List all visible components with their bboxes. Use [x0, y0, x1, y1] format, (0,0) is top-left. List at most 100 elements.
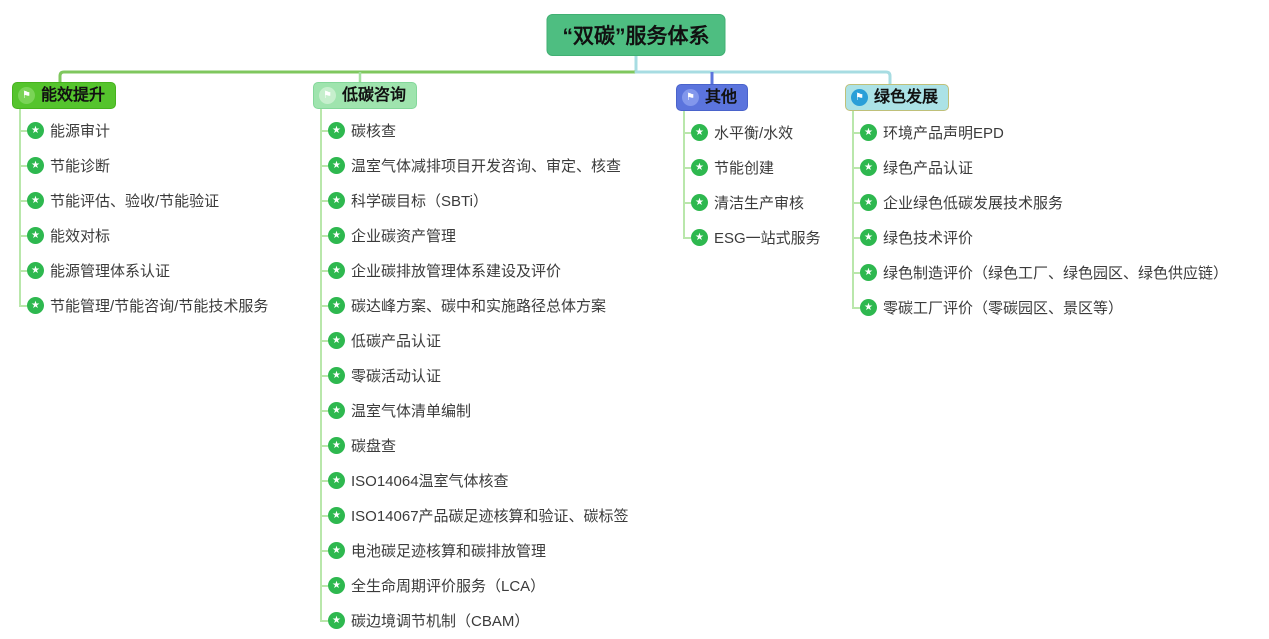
branch-node-green-development[interactable]: ⚑ 绿色发展 [845, 84, 950, 111]
star-icon: ★ [328, 612, 345, 629]
branch-node-other[interactable]: ⚑ 其他 [676, 84, 749, 111]
topic-node[interactable]: ★ 全生命周期评价服务（LCA） [313, 568, 629, 603]
branch-connector-line [320, 109, 322, 621]
item-label: 水平衡/水效 [714, 125, 794, 142]
branch-low-carbon-consulting: ⚑ 低碳咨询 ★ 碳核查 ★ 温室气体减排项目开发咨询、审定、核查 ★ 科学碳目… [313, 82, 629, 638]
topic-node[interactable]: ★ 零碳活动认证 [313, 358, 629, 393]
topic-node[interactable]: ★ 温室气体清单编制 [313, 393, 629, 428]
item-label: 零碳工厂评价（零碳园区、景区等） [883, 300, 1124, 317]
branch-other: ⚑ 其他 ★ 水平衡/水效 ★ 节能创建 ★ 清洁生产审核 ★ ESG一站式服务 [676, 84, 821, 255]
topic-node[interactable]: ★ 零碳工厂评价（零碳园区、景区等） [845, 290, 1228, 325]
topic-node[interactable]: ★ 节能评估、验收/节能验证 [12, 183, 268, 218]
star-icon: ★ [328, 437, 345, 454]
item-label: 节能评估、验收/节能验证 [50, 193, 220, 210]
topic-node[interactable]: ★ 低碳产品认证 [313, 323, 629, 358]
star-icon: ★ [860, 124, 877, 141]
topic-node[interactable]: ★ 企业绿色低碳发展技术服务 [845, 185, 1228, 220]
item-label: 绿色技术评价 [883, 230, 974, 247]
topic-node[interactable]: ★ 企业碳排放管理体系建设及评价 [313, 253, 629, 288]
topic-node[interactable]: ★ 科学碳目标（SBTi） [313, 183, 629, 218]
flag-icon: ⚑ [18, 87, 35, 104]
branch-node-energy-efficiency[interactable]: ⚑ 能效提升 [12, 82, 117, 109]
star-icon: ★ [27, 227, 44, 244]
item-label: 碳达峰方案、碳中和实施路径总体方案 [351, 298, 607, 315]
star-icon: ★ [328, 122, 345, 139]
item-label: 企业绿色低碳发展技术服务 [883, 195, 1064, 212]
star-icon: ★ [328, 507, 345, 524]
topic-node[interactable]: ★ 清洁生产审核 [676, 185, 821, 220]
star-icon: ★ [691, 194, 708, 211]
topic-node[interactable]: ★ 能源审计 [12, 113, 268, 148]
star-icon: ★ [860, 299, 877, 316]
root-node[interactable]: “双碳”服务体系 [546, 14, 726, 56]
branch-energy-efficiency: ⚑ 能效提升 ★ 能源审计 ★ 节能诊断 ★ 节能评估、验收/节能验证 ★ 能效… [12, 82, 268, 323]
item-label: 企业碳资产管理 [351, 228, 457, 245]
topic-node[interactable]: ★ ESG一站式服务 [676, 220, 821, 255]
topic-node[interactable]: ★ 能源管理体系认证 [12, 253, 268, 288]
item-label: 低碳产品认证 [351, 333, 442, 350]
star-icon: ★ [328, 297, 345, 314]
star-icon: ★ [328, 472, 345, 489]
item-label: 节能创建 [714, 160, 775, 177]
topic-node[interactable]: ★ 水平衡/水效 [676, 115, 821, 150]
item-label: 能效对标 [50, 228, 111, 245]
star-icon: ★ [860, 229, 877, 246]
star-icon: ★ [27, 157, 44, 174]
star-icon: ★ [691, 159, 708, 176]
topic-node[interactable]: ★ 温室气体减排项目开发咨询、审定、核查 [313, 148, 629, 183]
branch-label: 低碳咨询 [342, 87, 407, 104]
topic-node[interactable]: ★ 绿色制造评价（绿色工厂、绿色园区、绿色供应链） [845, 255, 1228, 290]
item-label: 环境产品声明EPD [883, 125, 1004, 142]
topic-node[interactable]: ★ 能效对标 [12, 218, 268, 253]
star-icon: ★ [860, 194, 877, 211]
topic-node[interactable]: ★ 节能创建 [676, 150, 821, 185]
star-icon: ★ [328, 577, 345, 594]
branch-label: 其他 [705, 89, 738, 106]
item-label: 温室气体减排项目开发咨询、审定、核查 [351, 158, 622, 175]
branch-items: ★ 环境产品声明EPD ★ 绿色产品认证 ★ 企业绿色低碳发展技术服务 ★ 绿色… [845, 111, 1228, 325]
topic-node[interactable]: ★ ISO14064温室气体核查 [313, 463, 629, 498]
item-label: 碳核查 [351, 123, 397, 140]
topic-node[interactable]: ★ 碳核查 [313, 113, 629, 148]
star-icon: ★ [328, 542, 345, 559]
item-label: 能源审计 [50, 123, 111, 140]
branch-label: 能效提升 [41, 87, 106, 104]
star-icon: ★ [328, 402, 345, 419]
item-label: 节能管理/节能咨询/节能技术服务 [50, 298, 269, 315]
topic-node[interactable]: ★ 环境产品声明EPD [845, 115, 1228, 150]
star-icon: ★ [328, 367, 345, 384]
star-icon: ★ [860, 159, 877, 176]
star-icon: ★ [691, 229, 708, 246]
star-icon: ★ [328, 192, 345, 209]
branch-items: ★ 能源审计 ★ 节能诊断 ★ 节能评估、验收/节能验证 ★ 能效对标 ★ 能源… [12, 109, 268, 323]
topic-node[interactable]: ★ 电池碳足迹核算和碳排放管理 [313, 533, 629, 568]
star-icon: ★ [27, 192, 44, 209]
star-icon: ★ [27, 122, 44, 139]
topic-node[interactable]: ★ 碳盘查 [313, 428, 629, 463]
topic-node[interactable]: ★ 绿色技术评价 [845, 220, 1228, 255]
topic-node[interactable]: ★ 碳达峰方案、碳中和实施路径总体方案 [313, 288, 629, 323]
topic-node[interactable]: ★ 企业碳资产管理 [313, 218, 629, 253]
star-icon: ★ [27, 262, 44, 279]
topic-node[interactable]: ★ 碳边境调节机制（CBAM） [313, 603, 629, 638]
item-label: 碳盘查 [351, 438, 397, 455]
star-icon: ★ [328, 157, 345, 174]
topic-node[interactable]: ★ 节能诊断 [12, 148, 268, 183]
topic-node[interactable]: ★ ISO14067产品碳足迹核算和验证、碳标签 [313, 498, 629, 533]
topic-node[interactable]: ★ 节能管理/节能咨询/节能技术服务 [12, 288, 268, 323]
topic-node[interactable]: ★ 绿色产品认证 [845, 150, 1228, 185]
star-icon: ★ [860, 264, 877, 281]
item-label: ESG一站式服务 [714, 230, 821, 247]
branch-items: ★ 水平衡/水效 ★ 节能创建 ★ 清洁生产审核 ★ ESG一站式服务 [676, 111, 821, 255]
flag-icon: ⚑ [682, 89, 699, 106]
star-icon: ★ [328, 227, 345, 244]
branch-node-low-carbon-consulting[interactable]: ⚑ 低碳咨询 [313, 82, 418, 109]
flag-icon: ⚑ [319, 87, 336, 104]
item-label: 绿色产品认证 [883, 160, 974, 177]
branch-connector-line [683, 111, 685, 238]
item-label: 能源管理体系认证 [50, 263, 171, 280]
item-label: 碳边境调节机制（CBAM） [351, 613, 530, 630]
star-icon: ★ [328, 332, 345, 349]
